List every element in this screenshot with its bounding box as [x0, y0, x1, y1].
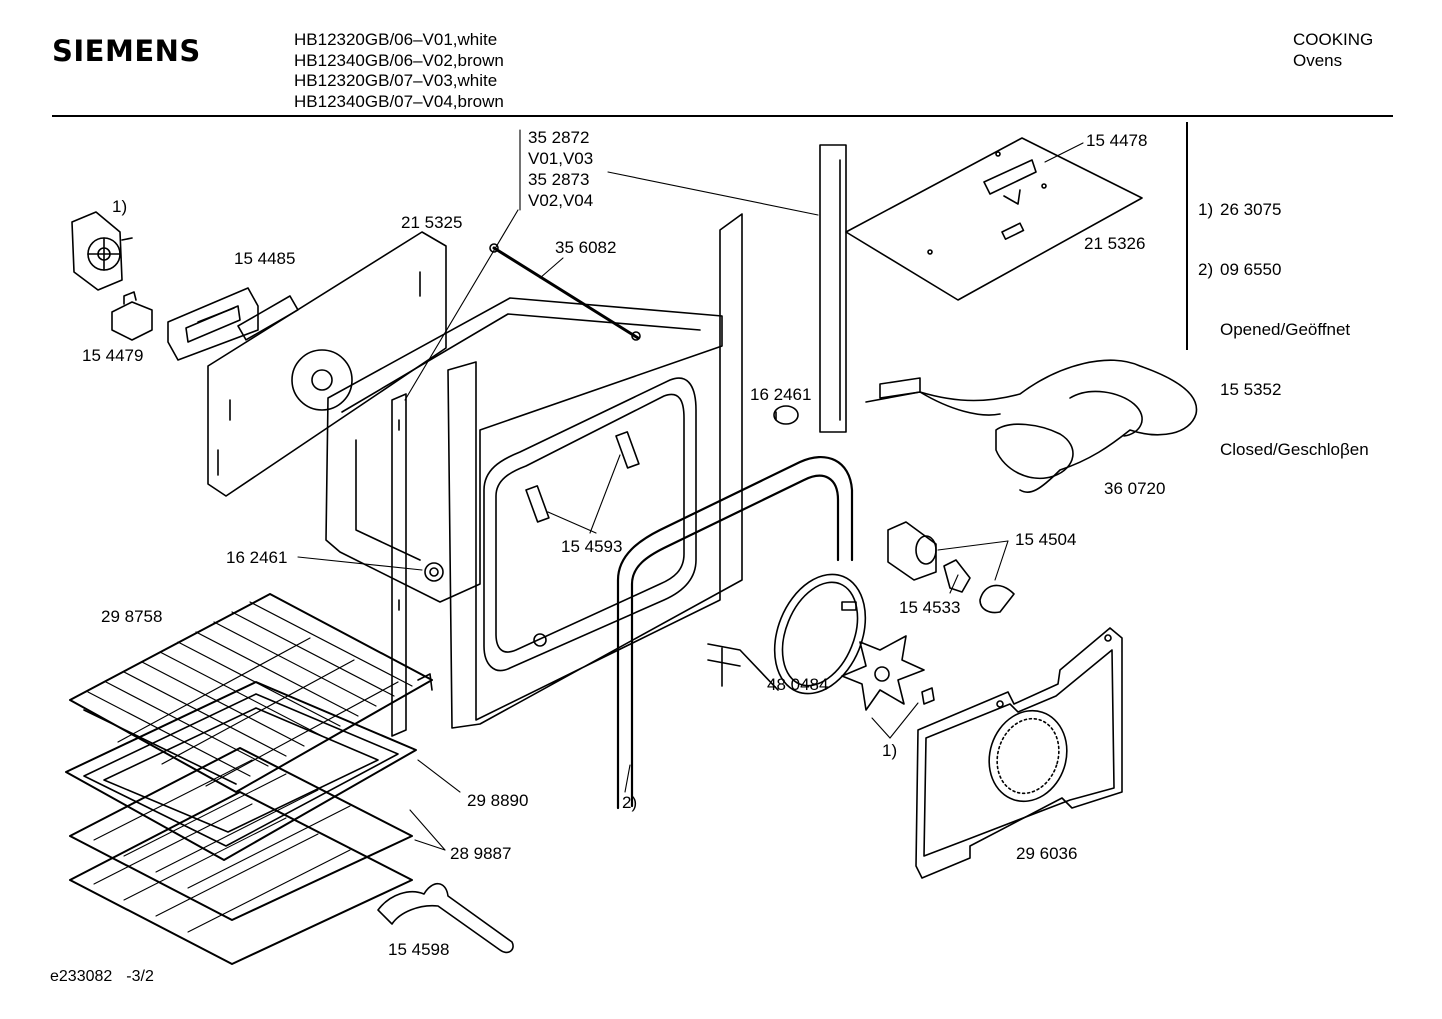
part-label: 21 5326 — [1084, 234, 1145, 253]
part-label: 35 2873 — [528, 170, 589, 189]
part-label: 1) — [112, 197, 127, 216]
part-label: 29 8758 — [101, 607, 162, 626]
top-plate — [845, 137, 1143, 301]
part-label: 36 0720 — [1104, 479, 1165, 498]
footnote-detail: Opened/Geöffnet — [1220, 320, 1351, 339]
front-frame — [447, 213, 743, 729]
part-label: 35 2872 — [528, 128, 589, 147]
part-label: 29 6036 — [1016, 844, 1077, 863]
part-label: 15 4485 — [234, 249, 295, 268]
category-label: COOKING — [1293, 30, 1374, 49]
footnote-2-part: 15 5352 — [1198, 380, 1369, 400]
part-label: 21 5325 — [401, 213, 462, 232]
footnote-1: 1) 26 3075 — [1198, 200, 1369, 220]
siemens-logo: SIEMENS — [52, 34, 201, 68]
fan-cover — [915, 627, 1123, 879]
footnotes: 1) 26 3075 2) 09 6550 Opened/Geöffnet 15 5… — [1198, 160, 1369, 480]
footnote-number: 1) — [1198, 200, 1214, 219]
part-label: 35 6082 — [555, 238, 616, 257]
part-label: 2) — [622, 793, 637, 812]
part-label: 48 0484 — [767, 675, 828, 694]
timer-module — [167, 287, 259, 361]
wire-racks — [69, 747, 413, 965]
part-label: 1) — [882, 741, 897, 760]
footnote-detail: 15 5352 — [1220, 380, 1282, 399]
notes-divider — [1186, 122, 1188, 350]
switch-part — [111, 291, 153, 341]
part-label: 28 9887 — [450, 844, 511, 863]
part-label: 29 8890 — [467, 791, 528, 810]
footnote-2-closed: Closed/Geschloβen — [1198, 440, 1369, 460]
footnote-part: 26 3075 — [1220, 200, 1282, 219]
lamp-assembly — [887, 521, 1015, 614]
part-labels: 1) 15 4485 15 4479 21 5325 35 2872 V01,V… — [82, 128, 1165, 959]
drawing-footer: e233082 -3/2 — [50, 968, 154, 986]
model-list: HB12320GB/06–V01,white HB12340GB/06–V02,… — [294, 30, 504, 112]
part-label: 15 4504 — [1015, 530, 1076, 549]
side-rail-left — [391, 393, 407, 737]
footnote-2-opened: Opened/Geöffnet — [1198, 320, 1369, 340]
part-label: V02,V04 — [528, 191, 593, 210]
part-label: 15 4593 — [561, 537, 622, 556]
sheet-number: -3/2 — [126, 968, 154, 985]
footnote-detail: Closed/Geschloβen — [1220, 440, 1369, 459]
back-panel — [207, 231, 447, 497]
subcategory-label: Ovens — [1293, 50, 1343, 70]
footnote-part: 09 6550 — [1220, 260, 1282, 279]
footnote-number: 2) — [1198, 260, 1214, 279]
model-line: HB12320GB/06–V01,white — [294, 30, 498, 49]
part-label: 15 4598 — [388, 940, 449, 959]
footnote-2: 2) 09 6550 — [1198, 260, 1369, 280]
model-line: HB12340GB/06–V02,brown — [294, 50, 504, 70]
grill-heater — [865, 359, 1198, 494]
side-rail-right — [819, 144, 847, 433]
model-line: HB12340GB/07–V04,brown — [294, 91, 504, 111]
part-label: 15 4479 — [82, 346, 143, 365]
header-divider — [52, 115, 1393, 117]
part-label: 16 2461 — [226, 548, 287, 567]
ring-heater — [707, 573, 867, 695]
wire-shelf — [69, 593, 433, 793]
drawing-id: e233082 — [50, 968, 113, 985]
part-label: 15 4478 — [1086, 131, 1147, 150]
plug-cap — [773, 405, 799, 425]
rack-tool — [377, 882, 514, 954]
part-label: 16 2461 — [750, 385, 811, 404]
thermostat — [71, 211, 133, 291]
leader-lines — [297, 129, 1084, 851]
part-label: 15 4533 — [899, 598, 960, 617]
fan-blade — [841, 635, 935, 711]
oven-cavity — [325, 297, 723, 603]
category-block: COOKING Ovens — [1293, 30, 1373, 71]
door-seal — [616, 455, 854, 810]
model-line: HB12320GB/07–V03,white — [294, 71, 498, 90]
support-rod — [489, 243, 641, 341]
part-label: V01,V03 — [528, 149, 593, 168]
